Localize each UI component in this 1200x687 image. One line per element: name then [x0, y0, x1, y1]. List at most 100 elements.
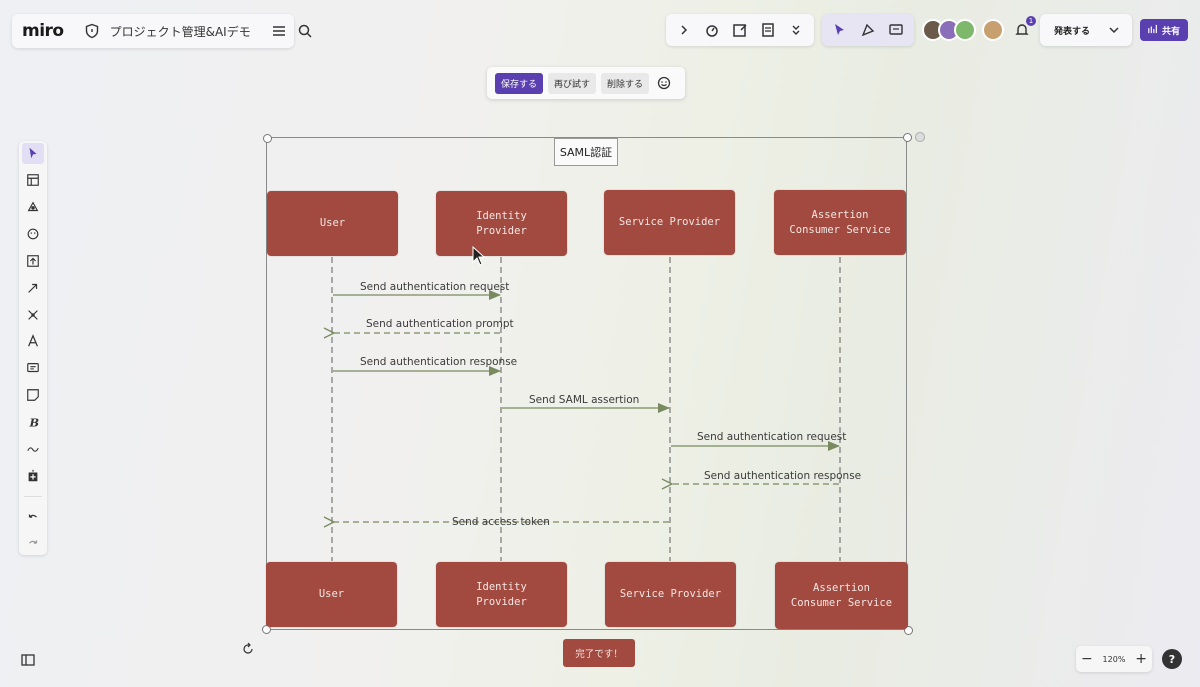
message-label[interactable]: Send access token [452, 516, 550, 528]
avatar[interactable] [953, 19, 976, 41]
feedback-icon[interactable] [654, 73, 674, 93]
chevron-right-icon[interactable] [674, 20, 694, 40]
message-label[interactable]: Send authentication request [360, 281, 510, 293]
participant-label: Service Provider [619, 588, 722, 600]
text-icon [28, 334, 38, 347]
share-label: 共有 [1161, 26, 1180, 37]
sticky-note-tool[interactable] [22, 385, 44, 406]
participant-label: Assertion [813, 581, 870, 594]
avatar[interactable] [981, 19, 1004, 41]
mindmap-tool[interactable] [22, 304, 44, 325]
kana-icon [27, 447, 39, 452]
ai-icon [27, 201, 39, 212]
svg-text:B: B [29, 415, 40, 429]
text-tool[interactable] [22, 331, 44, 352]
help-button[interactable]: ? [1162, 649, 1182, 669]
panel-toggle-icon[interactable] [20, 652, 36, 672]
share-button[interactable]: 共有 [1139, 19, 1188, 41]
ai-tool[interactable] [22, 197, 44, 218]
zoom-in-button[interactable]: + [1135, 651, 1148, 667]
arrow-tool[interactable] [22, 277, 44, 298]
message-label[interactable]: Send SAML assertion [529, 394, 640, 406]
participant-label: Provider [476, 224, 527, 237]
select-tool[interactable] [22, 143, 44, 164]
undo-button[interactable] [22, 507, 44, 528]
participant-user-top[interactable]: User [267, 191, 398, 256]
save-button[interactable]: 保存する [495, 72, 544, 94]
redo-icon [29, 540, 38, 545]
notification-badge: 1 [1025, 16, 1036, 26]
kana-tool[interactable] [22, 438, 44, 459]
top-right-bar: 1 発表する 共有 [665, 14, 1188, 46]
comment-tool[interactable] [22, 358, 44, 379]
upload-tool[interactable] [22, 250, 44, 271]
cursor-icon[interactable] [830, 20, 850, 40]
delete-button[interactable]: 削除する [601, 72, 650, 94]
share-icon [1148, 24, 1158, 37]
timer-icon[interactable] [702, 20, 722, 40]
emoji-icon [27, 228, 39, 240]
done-button[interactable]: 完了です！ [563, 639, 635, 667]
present-group: 発表する [1039, 14, 1132, 46]
menu-icon[interactable] [271, 21, 287, 41]
present-button[interactable]: 発表する [1053, 26, 1090, 37]
message-label[interactable]: Send authentication prompt [366, 318, 514, 330]
bold-tool[interactable]: B [22, 412, 44, 433]
miro-logo[interactable]: miro [22, 21, 64, 41]
participant-label: User [319, 217, 346, 229]
collaborator-avatars[interactable] [921, 19, 1004, 41]
top-left-bar: miro プロジェクト管理&AIデモ [12, 14, 312, 48]
participant-label: Consumer Service [789, 223, 891, 236]
sticky-note-icon [27, 389, 39, 401]
zoom-out-button[interactable]: − [1080, 651, 1093, 667]
redo-button[interactable] [22, 534, 44, 555]
notification-bell-icon[interactable]: 1 [1012, 16, 1036, 40]
shield-icon[interactable] [84, 21, 100, 41]
resize-handle[interactable] [903, 133, 912, 142]
add-apps-tool[interactable] [22, 465, 44, 486]
rotate-icon[interactable] [241, 641, 255, 660]
pointer-icon [29, 148, 37, 159]
participant-label: Provider [476, 595, 527, 608]
bold-b-icon: B [29, 415, 40, 429]
participant-service-provider-bottom[interactable]: Service Provider [605, 562, 736, 627]
reaction-icon[interactable] [858, 20, 878, 40]
template-icon [27, 174, 39, 187]
diagram-frame[interactable] [266, 137, 907, 630]
board-name[interactable]: プロジェクト管理&AIデモ [109, 24, 251, 39]
mouse-cursor-icon [472, 245, 486, 270]
message-label[interactable]: Send authentication response [704, 470, 862, 482]
divider [24, 496, 42, 498]
message-label[interactable]: Send authentication request [697, 431, 847, 443]
retry-button[interactable]: 再び試す [548, 72, 597, 94]
resize-handle[interactable] [263, 134, 272, 143]
frame-settings-icon[interactable] [915, 132, 925, 142]
zoom-level[interactable]: 120% [1102, 654, 1126, 664]
context-toolbar: 保存する 再び試す 削除する [487, 67, 685, 99]
arrow-icon [28, 283, 38, 293]
comment-icon [27, 363, 39, 373]
emoji-tool[interactable] [22, 224, 44, 245]
notes-icon[interactable] [758, 20, 778, 40]
comments-icon[interactable] [886, 20, 906, 40]
participant-service-provider-top[interactable]: Service Provider [604, 190, 735, 255]
frame-title[interactable]: SAML認証 [554, 138, 618, 166]
plus-box-icon [28, 469, 38, 481]
participant-label: User [318, 588, 345, 600]
zoom-controls: − 120% + [1076, 646, 1152, 672]
search-icon[interactable] [297, 21, 313, 41]
participant-label: Identity [476, 209, 527, 222]
message-label[interactable]: Send authentication response [360, 356, 518, 368]
chevron-down-icon[interactable] [1104, 20, 1124, 40]
edit-board-icon[interactable] [730, 20, 750, 40]
resize-handle[interactable] [904, 626, 913, 635]
mindmap-icon [28, 309, 38, 320]
templates-tool[interactable] [22, 170, 44, 191]
participant-label: Assertion [811, 208, 869, 221]
double-chevron-down-icon[interactable] [786, 20, 806, 40]
participant-user-bottom[interactable]: User [266, 562, 397, 627]
